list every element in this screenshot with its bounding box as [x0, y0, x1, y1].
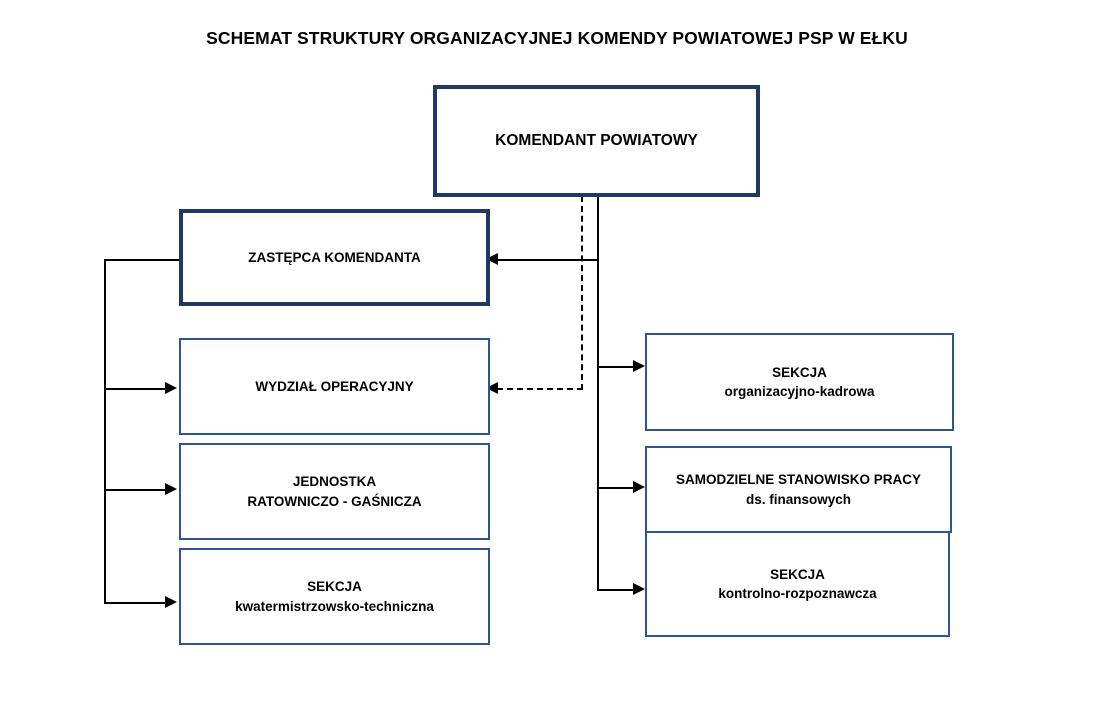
node-sekcja-organizacyjno-kadrowa[interactable]: SEKCJA organizacyjno-kadrowa [645, 333, 954, 431]
node-jednostka-ratowniczo-gasnicza-line-2: RATOWNICZO - GAŚNICZA [247, 493, 422, 509]
connector-to-sekcja-kwatermistrzowsko-techniczna [104, 602, 167, 604]
connector-dashed-to-wydzial-operacyjny [497, 388, 583, 390]
arrowhead-sekcja-kontrolno-rozpoznawcza [633, 583, 645, 595]
node-sekcja-kwatermistrzowsko-techniczna[interactable]: SEKCJA kwatermistrzowsko-techniczna [179, 548, 490, 645]
node-sekcja-kontrolno-rozpoznawcza-line-2: kontrolno-rozpoznawcza [718, 586, 877, 601]
node-zastepca-komendanta[interactable]: ZASTĘPCA KOMENDANTA [179, 209, 490, 306]
node-zastepca-komendanta-line-1: ZASTĘPCA KOMENDANTA [248, 249, 421, 265]
node-jednostka-ratowniczo-gasnicza-line-1: JEDNOSTKA [292, 474, 377, 490]
node-wydzial-operacyjny[interactable]: WYDZIAŁ OPERACYJNY [179, 338, 490, 435]
page-title: SCHEMAT STRUKTURY ORGANIZACYJNEJ KOMENDY… [206, 28, 908, 48]
node-samodzielne-stanowisko-line-2: ds. finansowych [745, 491, 851, 507]
connector-zastepca-bus-vertical [104, 259, 106, 604]
connector-trunk-komendant-vertical [597, 196, 599, 591]
node-samodzielne-stanowisko-line-1: SAMODZIELNE STANOWISKO PRACY [675, 472, 921, 488]
connector-to-zastepca-komendanta [497, 259, 598, 261]
connector-to-sekcja-organizacyjno-kadrowa [597, 366, 635, 368]
node-komendant-powiatowy-line-1: KOMENDANT POWIATOWY [495, 132, 698, 149]
connector-to-sekcja-kontrolno-rozpoznawcza [597, 589, 635, 591]
node-sekcja-organizacyjno-kadrowa-line-2: organizacyjno-kadrowa [724, 384, 875, 399]
node-sekcja-kwatermistrzowsko-techniczna-line-1: SEKCJA [307, 579, 362, 595]
arrowhead-samodzielne-stanowisko [633, 481, 645, 493]
arrowhead-wydzial-operacyjny-left [165, 382, 177, 394]
node-sekcja-kontrolno-rozpoznawcza-line-1: SEKCJA [770, 566, 825, 582]
connector-to-wydzial-operacyjny-left [104, 388, 167, 390]
connector-to-samodzielne-stanowisko [597, 487, 635, 489]
arrowhead-sekcja-kwatermistrzowsko-techniczna [165, 596, 177, 608]
connector-to-jednostka-ratowniczo-gasnicza [104, 489, 167, 491]
node-sekcja-organizacyjno-kadrowa-line-1: SEKCJA [772, 364, 827, 380]
arrowhead-jednostka-ratowniczo-gasnicza [165, 483, 177, 495]
connector-dashed-komendant-vertical [581, 196, 583, 390]
node-samodzielne-stanowisko-pracy-ds-finansowych[interactable]: SAMODZIELNE STANOWISKO PRACY ds. finanso… [645, 446, 952, 533]
node-wydzial-operacyjny-line-1: WYDZIAŁ OPERACYJNY [255, 378, 414, 394]
connector-zastepca-bus-top [104, 259, 181, 261]
arrowhead-sekcja-organizacyjno-kadrowa [633, 360, 645, 372]
node-komendant-powiatowy[interactable]: KOMENDANT POWIATOWY [433, 85, 760, 197]
node-sekcja-kontrolno-rozpoznawcza[interactable]: SEKCJA kontrolno-rozpoznawcza [645, 531, 950, 637]
node-jednostka-ratowniczo-gasnicza[interactable]: JEDNOSTKA RATOWNICZO - GAŚNICZA [179, 443, 490, 540]
node-sekcja-kwatermistrzowsko-techniczna-line-2: kwatermistrzowsko-techniczna [235, 598, 434, 614]
